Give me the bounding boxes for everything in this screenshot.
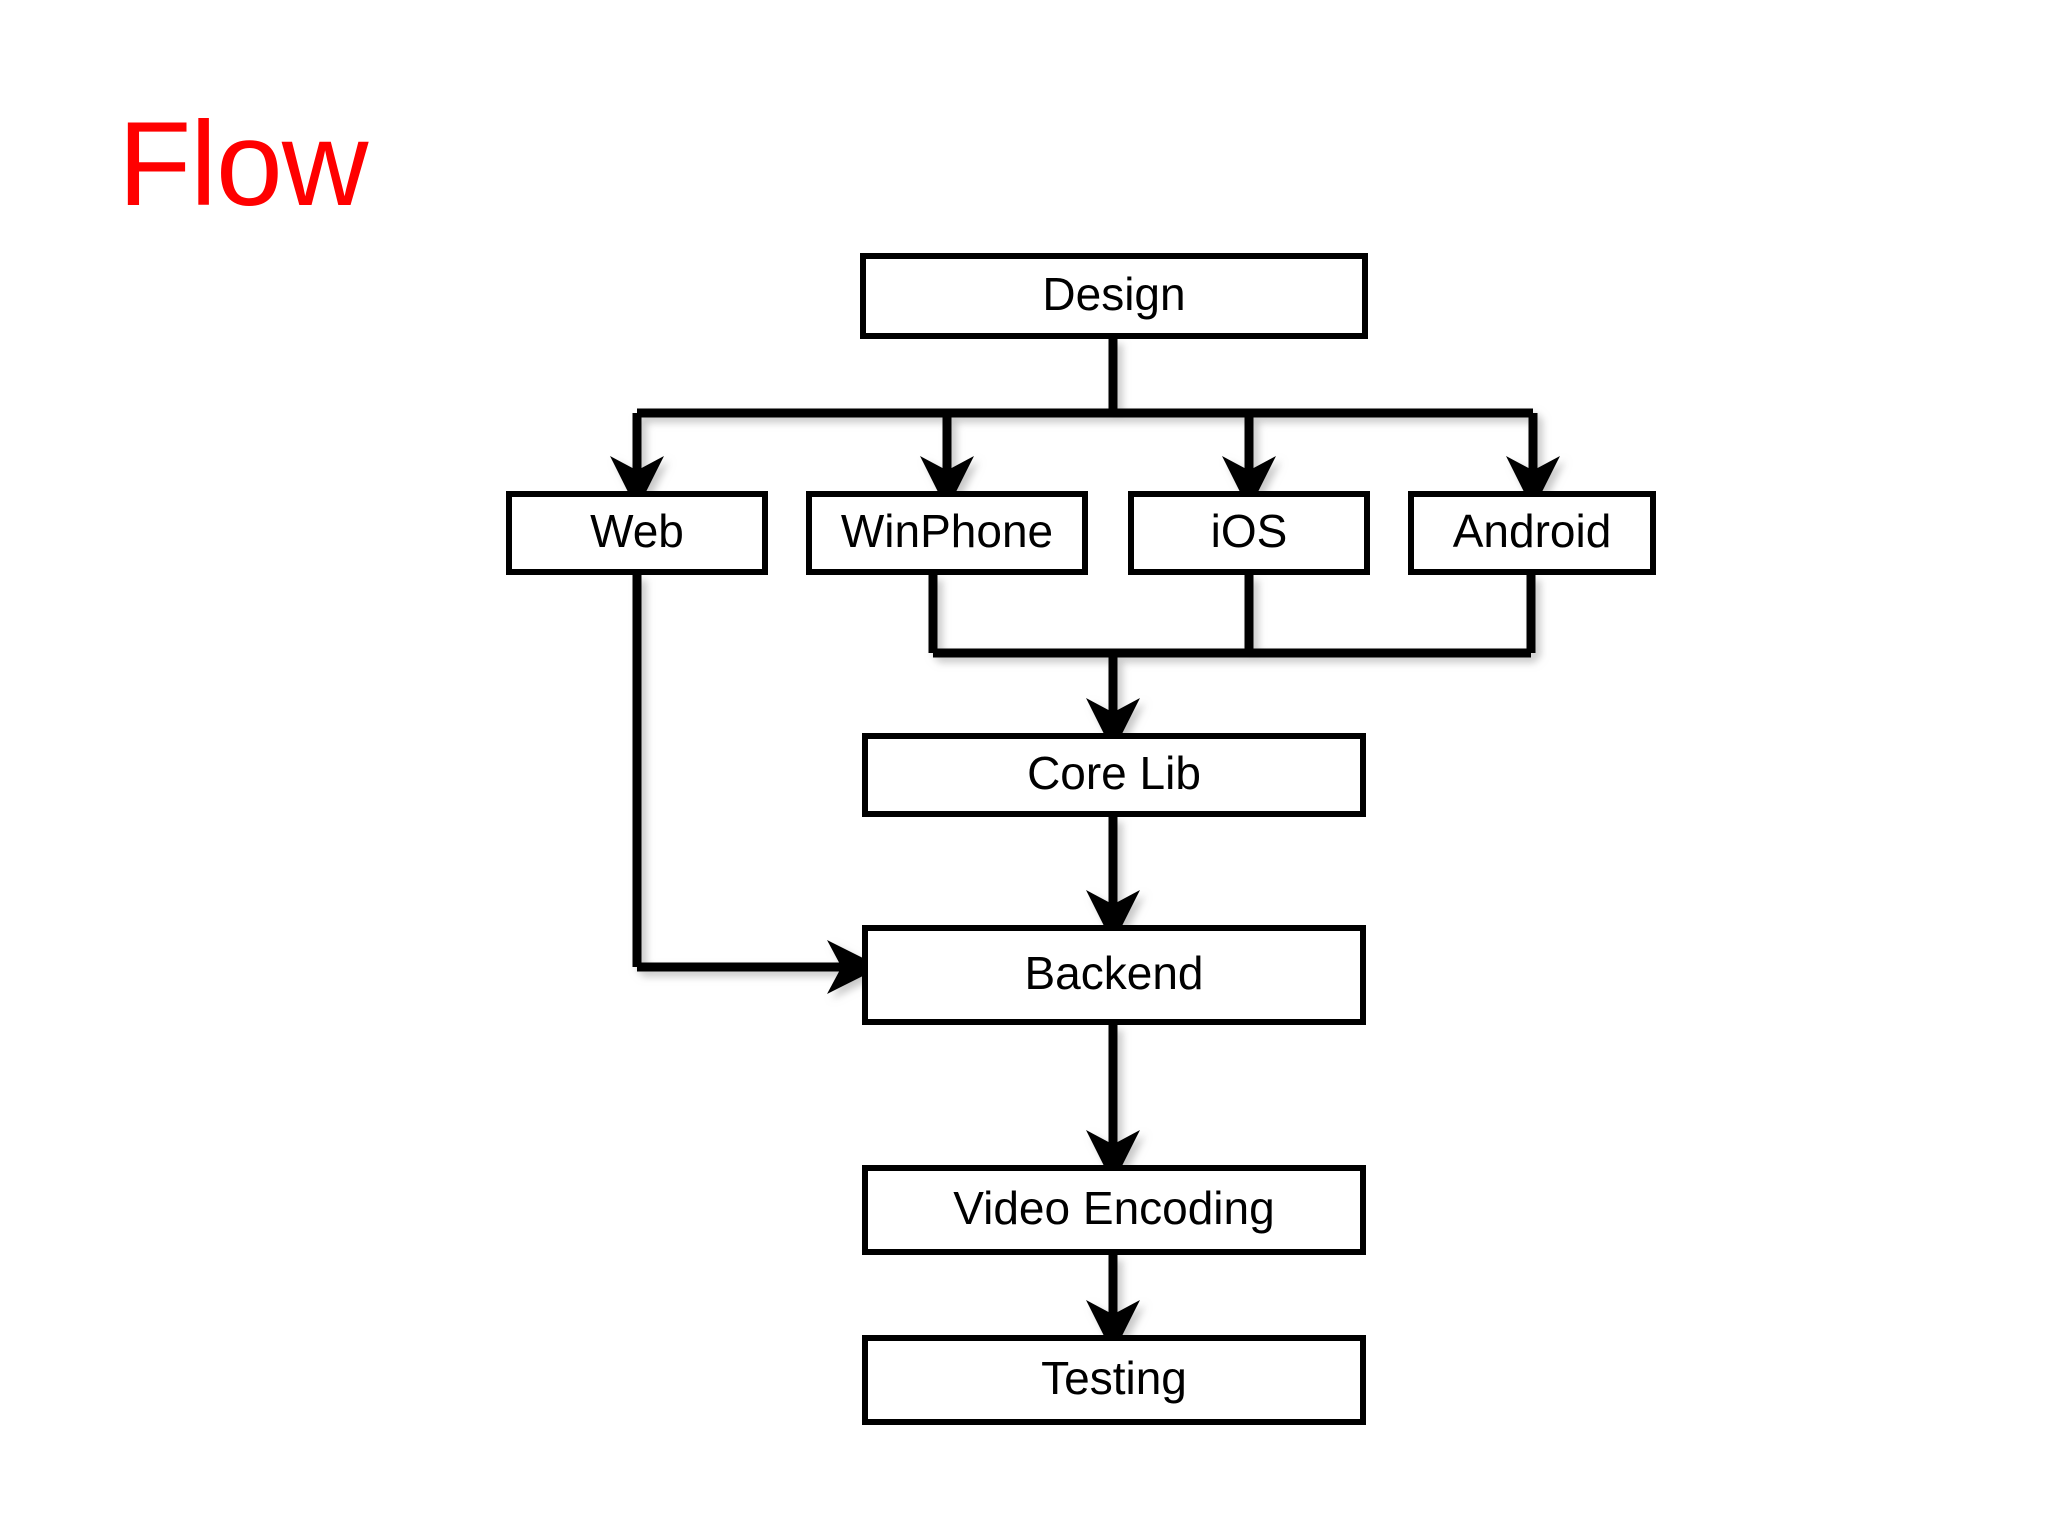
node-video-encoding[interactable]: Video Encoding (862, 1165, 1366, 1255)
node-testing[interactable]: Testing (862, 1335, 1366, 1425)
node-label: Design (1042, 268, 1186, 320)
node-label: Testing (1041, 1352, 1187, 1404)
node-label: WinPhone (840, 505, 1054, 557)
page-title: Flow (118, 97, 368, 231)
node-ios[interactable]: iOS (1128, 491, 1370, 575)
node-label: iOS (1210, 505, 1288, 557)
node-label: Android (1452, 505, 1612, 557)
node-label: Core Lib (1027, 747, 1201, 799)
node-label: Web (590, 505, 684, 557)
node-label: Backend (1024, 947, 1204, 999)
node-web[interactable]: Web (506, 491, 768, 575)
node-android[interactable]: Android (1408, 491, 1656, 575)
node-label: Video Encoding (953, 1182, 1275, 1234)
node-core-lib[interactable]: Core Lib (862, 733, 1366, 817)
node-design[interactable]: Design (860, 253, 1368, 339)
node-backend[interactable]: Backend (862, 925, 1366, 1025)
node-winphone[interactable]: WinPhone (806, 491, 1088, 575)
